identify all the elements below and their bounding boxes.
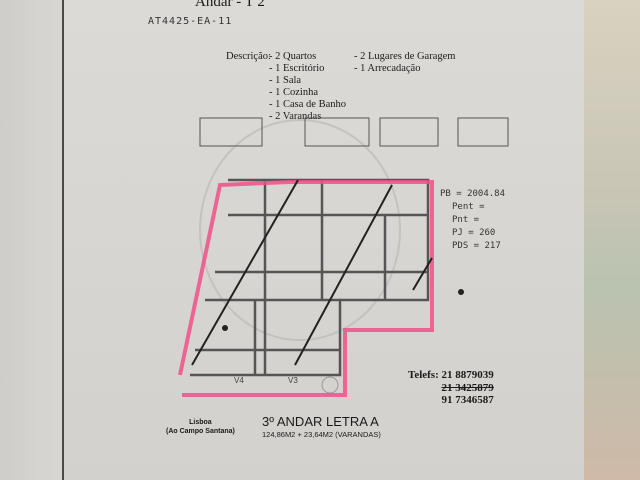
floor-plan-paper [62,0,586,480]
handwritten-reference: AT4425-EA-11 [148,16,233,27]
description-item: - 2 Varandas [269,111,322,122]
background-mat [584,0,640,480]
location: Lisboa (Ao Campo Santana) [166,418,235,436]
note: Pnt = [452,215,480,225]
phone-number: 21 8879039 [441,369,494,381]
area-text: 124,86M2 + 23,64M2 (VARANDAS) [262,430,381,439]
extra-item: - 2 Lugares de Garagem [354,51,456,62]
phone-number-struck: 21 3425879 [441,381,494,394]
document-title: Andar - T 2 [195,0,265,10]
note: PDS = 217 [452,241,501,251]
note: Pent = [452,202,485,212]
description-item: - 1 Sala [269,75,302,86]
phone-block: Telefs: 21 8879039 21 3425879 91 7346587 [408,369,494,407]
description-item: - 1 Casa de Banho [269,99,346,110]
handwritten-notes: PB = 2004.84 Pent = Pnt = PJ = 260 PDS =… [440,188,505,253]
balcony-label: V4 [234,376,244,385]
balcony-label: V3 [288,376,298,385]
description-item: - 1 Cozinha [269,87,318,98]
phone-number: 91 7346587 [441,394,494,406]
extra-list: - 2 Lugares de Garagem - 1 Arrecadação [354,51,455,75]
description-item: - 1 Escritório [269,63,325,74]
district: (Ao Campo Santana) [166,428,235,435]
desk-background [0,0,62,480]
note: PB = 2004.84 [440,189,506,199]
city: Lisboa [189,419,212,426]
note: PJ = 260 [452,228,496,238]
phones-label: Telefs: [408,369,439,381]
description-list: - 2 Quartos - 1 Escritório - 1 Sala - 1 … [269,51,346,123]
description-item: - 2 Quartos [269,51,317,62]
extra-item: - 1 Arrecadação [354,63,421,74]
floor-title: 3º ANDAR LETRA A [262,414,379,429]
description-label: Descrição: [226,51,271,62]
